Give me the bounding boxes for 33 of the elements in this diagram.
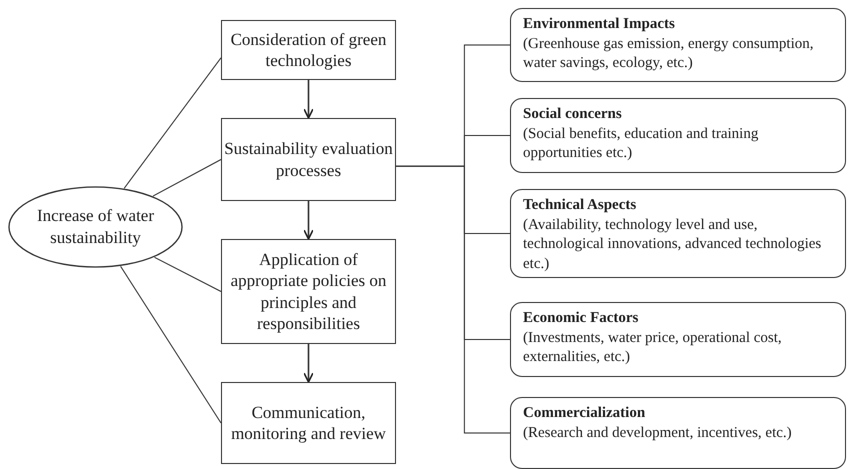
category-box [510,8,846,82]
category-description: (Availability, technology level and use, technological innovations, advanced technologies etc.) [523,216,822,274]
connector-line [154,256,222,292]
process-box [221,118,396,201]
connector-line [120,266,222,424]
process-label: Application of appropriate policies on principles and responsibilities [230,249,388,334]
category-box [510,98,846,173]
category-description: (Social benefits, education and training opportunities etc.) [523,124,760,163]
category-description: (Investments, water price, operational cost, externalities, etc.) [523,328,783,367]
process-box [221,382,396,464]
flow-arrow [303,201,314,240]
connector-line [396,166,510,434]
category-heading: Economic Factors [523,309,640,328]
connector-line [152,159,222,197]
category-heading: Social concerns [523,105,623,124]
connector-line [124,57,222,189]
category-heading: Environmental Impacts [523,15,676,34]
process-label: Consideration of green technologies [230,28,388,72]
category-description: (Greenhouse gas emission, energy consumption, water savings, ecology, etc.) [523,34,815,73]
process-label: Sustainability evaluation processes [223,138,394,181]
category-description: (Research and development, incentives, etc.) [523,424,793,442]
category-heading: Commercialization [523,404,646,423]
process-box [221,239,396,344]
process-box [221,20,396,80]
category-box [510,302,846,377]
category-box [510,189,846,278]
category-heading: Technical Aspects [523,196,638,215]
flow-arrow [303,344,314,383]
flow-arrow [303,80,314,119]
category-box [510,397,846,469]
goal-ellipse [8,186,183,268]
process-label: Communication, monitoring and review [230,402,387,444]
goal-label: Increase of water sustainability [36,204,156,249]
